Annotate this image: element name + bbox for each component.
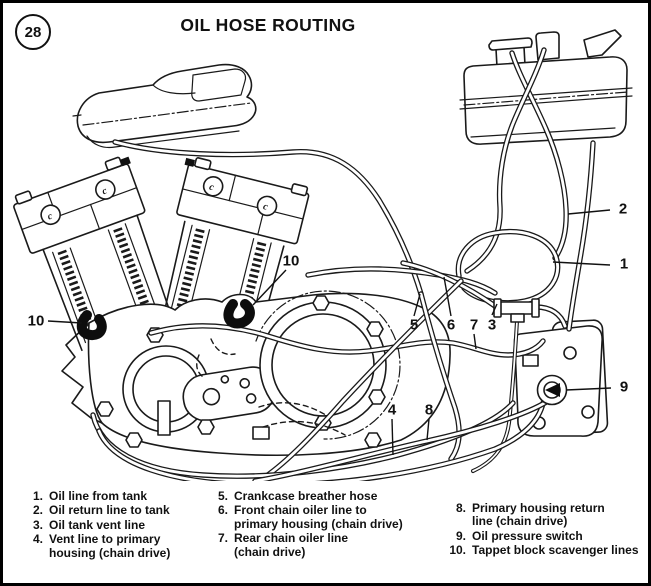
callout-3: 3 — [487, 316, 497, 334]
legend-item-7: 7. Rear chain oiler line (chain drive) — [206, 532, 426, 559]
callout-pointers — [47, 209, 612, 456]
legend-column-1: 1. Oil line from tank 2. Oil return line… — [21, 489, 197, 561]
legend-item-number: 1. — [32, 489, 43, 503]
legend-item-3: 3. Oil tank vent line — [21, 517, 197, 532]
legend-item-text: Oil pressure switch — [472, 528, 583, 543]
figure-number-badge: 28 — [15, 14, 51, 50]
legend-item-10: 10. Tappet block scavenger lines — [440, 543, 648, 558]
legend-item-number: 7. — [217, 531, 228, 546]
legend-item-text: Crankcase breather hose — [234, 489, 378, 503]
legend-item-number: 6. — [217, 503, 228, 518]
legend-item-number: 5. — [217, 489, 228, 503]
legend-item-2: 2. Oil return line to tank — [21, 503, 197, 518]
page-title: OIL HOSE ROUTING — [180, 15, 356, 35]
legend-item-1: 1. Oil line from tank — [21, 489, 197, 503]
fuel-tank — [72, 63, 257, 149]
legend-item-number: 2. — [32, 503, 43, 518]
primary-chaincase-cover — [61, 290, 451, 457]
tappet-scavenger-hoses — [76, 299, 255, 341]
legend-item-text: Front chain oiler line to primary housin… — [234, 503, 403, 531]
legend-item-text: Vent line to primary housing (chain driv… — [49, 532, 171, 560]
left-cylinder: c c — [13, 156, 170, 352]
legend-item-number: 3. — [32, 517, 43, 532]
legend-item-6: 6. Front chain oiler line to primary hou… — [206, 504, 426, 531]
callout-1: 1 — [619, 255, 629, 273]
callout-6: 6 — [446, 316, 456, 334]
callout-4: 4 — [387, 401, 397, 419]
right-cylinder: c c — [163, 157, 310, 332]
legend-item-text: Rear chain oiler line (chain drive) — [234, 531, 349, 559]
legend-item-text: Tappet block scavenger lines — [472, 543, 639, 558]
legend-item-5: 5. Crankcase breather hose — [206, 489, 426, 503]
svg-text:c: c — [46, 210, 54, 222]
legend-item-9: 9. Oil pressure switch — [440, 528, 648, 543]
callout-5: 5 — [409, 316, 419, 334]
legend-item-text: Primary housing return line (chain drive… — [472, 501, 605, 529]
vent-tee-fitting — [493, 298, 540, 323]
callout-2: 2 — [618, 200, 628, 218]
legend-column-2: 5. Crankcase breather hose 6. Front chai… — [206, 489, 426, 560]
legend-item-number: 4. — [32, 532, 43, 547]
callout-9: 9 — [619, 378, 629, 396]
legend-column-3: 8. Primary housing return line (chain dr… — [440, 501, 648, 559]
legend-item-number: 10. — [449, 543, 466, 558]
legend: 1. Oil line from tank 2. Oil return line… — [3, 484, 648, 583]
callout-10-left: 10 — [27, 312, 45, 330]
oil-pressure-switch — [536, 374, 568, 406]
legend-item-text: Oil line from tank — [49, 489, 148, 503]
legend-item-number: 9. — [455, 528, 466, 543]
legend-item-text: Oil tank vent line — [49, 517, 146, 532]
legend-item-8: 8. Primary housing return line (chain dr… — [440, 501, 648, 529]
legend-item-number: 8. — [455, 501, 466, 515]
callout-7: 7 — [469, 316, 479, 334]
svg-text:c: c — [208, 182, 216, 194]
callout-10-right: 10 — [282, 252, 300, 270]
svg-text:c: c — [101, 185, 109, 197]
oil-hoses — [90, 47, 596, 481]
legend-item-4: 4. Vent line to primary housing (chain d… — [21, 533, 197, 560]
figure-number: 28 — [24, 23, 42, 41]
callout-8: 8 — [424, 401, 434, 419]
svg-text:c: c — [262, 201, 270, 213]
oil-hose-routing-diagram: c c c c — [13, 29, 633, 481]
legend-item-text: Oil return line to tank — [49, 503, 170, 518]
